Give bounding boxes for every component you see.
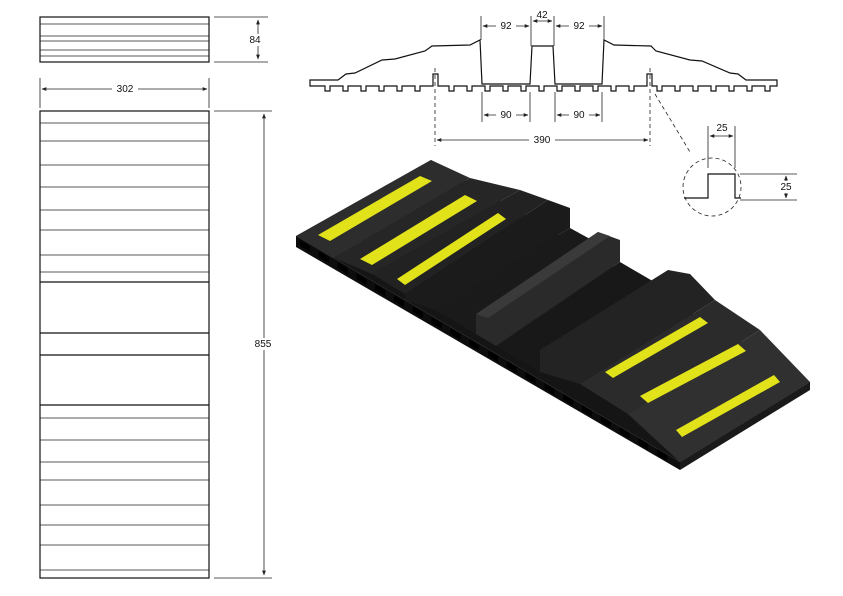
base-tooth <box>412 306 423 318</box>
groove-depth-label: 25 <box>780 182 792 193</box>
base-tooth <box>318 251 329 263</box>
channel-mid-label: 42 <box>536 10 548 21</box>
overall-span-dimension: 390 <box>434 68 651 146</box>
base-tooth <box>544 383 555 395</box>
base-tooth <box>469 339 480 351</box>
base-tooth <box>638 438 649 450</box>
plan-view <box>39 110 210 579</box>
channel-bottom-right-label: 90 <box>573 110 585 121</box>
base-tooth <box>375 284 386 296</box>
overall-span-label: 390 <box>534 135 551 146</box>
channel-top-left-label: 92 <box>500 21 512 32</box>
base-tooth <box>431 317 442 329</box>
cross-section-profile <box>309 39 778 92</box>
base-tooth <box>356 273 367 285</box>
base-tooth <box>300 240 310 252</box>
base-tooth <box>657 449 668 461</box>
channel-bottom-dimensions: 90 90 <box>481 92 603 122</box>
base-tooth <box>525 372 536 384</box>
base-tooth <box>394 295 404 307</box>
length-label: 855 <box>255 339 272 350</box>
base-tooth <box>450 328 461 340</box>
base-tooth <box>563 394 574 406</box>
length-dimension: 855 <box>214 110 276 579</box>
groove-detail: 25 25 <box>654 93 798 217</box>
side-elevation-view <box>39 16 210 63</box>
base-tooth <box>582 405 592 417</box>
base-tooth <box>488 350 498 362</box>
height-label: 84 <box>249 35 261 46</box>
base-tooth <box>600 416 611 428</box>
channel-bottom-left-label: 90 <box>500 110 512 121</box>
channel-top-dimensions: 92 42 92 <box>480 10 605 46</box>
isometric-render <box>296 160 810 470</box>
channel-top-right-label: 92 <box>573 21 585 32</box>
base-tooth <box>506 361 517 373</box>
width-label: 302 <box>117 84 134 95</box>
base-tooth <box>337 262 348 274</box>
width-dimension: 302 <box>39 78 210 108</box>
height-dimension: 84 <box>214 16 268 63</box>
base-tooth <box>619 427 630 439</box>
groove-width-label: 25 <box>716 123 728 134</box>
